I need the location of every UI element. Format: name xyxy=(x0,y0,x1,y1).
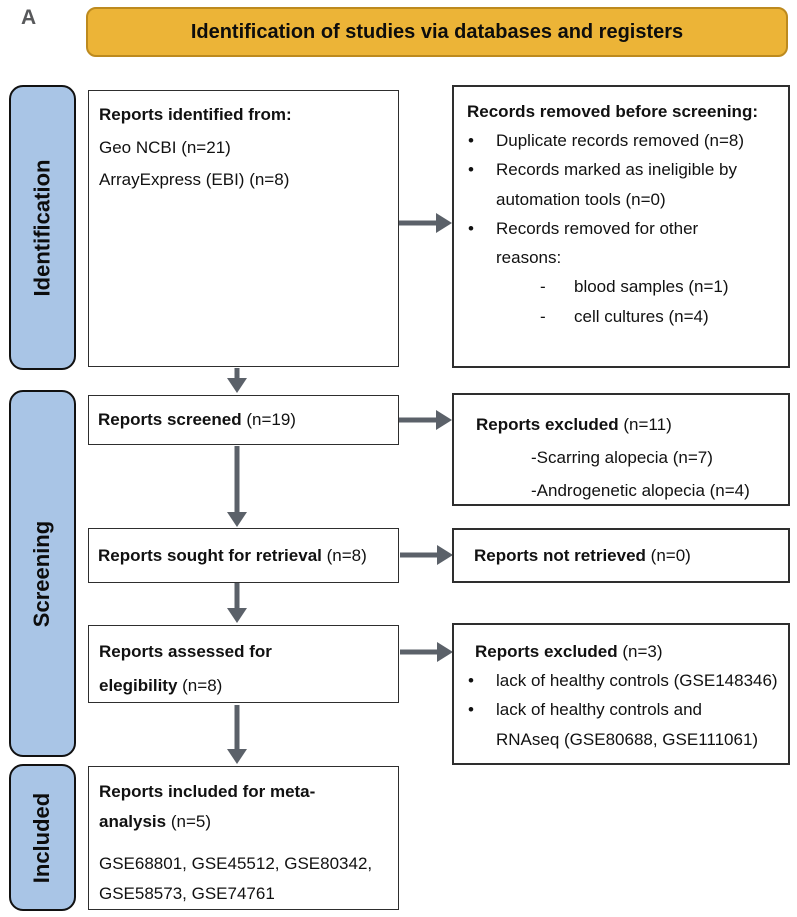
sidebar-stage-included: Included xyxy=(9,764,76,911)
records-removed-bullet-text: Records removed for other xyxy=(496,218,699,238)
bullet-icon: • xyxy=(468,160,474,180)
reports-assessed-count: (n=8) xyxy=(177,676,223,695)
box-reports-identified: Reports identified from: Geo NCBI (n=21)… xyxy=(88,90,399,367)
records-removed-bullet-text: Duplicate records removed (n=8) xyxy=(496,131,745,151)
dash-icon: - xyxy=(540,306,546,326)
reports-not-retrieved-label: Reports not retrieved xyxy=(474,545,646,565)
bullet-icon: • xyxy=(468,218,474,238)
reports-screened-label: Reports screened xyxy=(98,410,242,430)
reports-screened-count: (n=19) xyxy=(241,410,296,430)
records-removed-sub-bullet: - blood samples (n=1) xyxy=(454,272,784,301)
records-removed-bullet: • Duplicate records removed (n=8) xyxy=(454,126,784,155)
box-records-removed: Records removed before screening: • Dupl… xyxy=(452,85,790,368)
reports-excluded2-text: RNAseq (GSE80688, GSE111061) xyxy=(496,729,759,749)
reports-identified-line: ArrayExpress (EBI) (n=8) xyxy=(99,170,290,190)
arrow-identified-to-removed xyxy=(399,213,452,233)
box-reports-excluded-screening: Reports excluded (n=11) -Scarring alopec… xyxy=(452,393,790,506)
reports-not-retrieved-count: (n=0) xyxy=(645,545,691,565)
arrow-assessed-to-included xyxy=(227,705,247,764)
box-reports-not-retrieved: Reports not retrieved (n=0) xyxy=(452,528,790,583)
records-removed-heading: Records removed before screening: xyxy=(467,102,758,121)
reports-included-line2: analysis xyxy=(99,812,167,832)
arrow-sought-to-assessed xyxy=(227,583,247,623)
reports-identified-heading: Reports identified from: xyxy=(99,105,292,124)
panel-label: A xyxy=(21,6,37,29)
reports-included-datasets: GSE58573, GSE74761 xyxy=(99,883,275,903)
reports-excluded2-text: lack of healthy controls (GSE148346) xyxy=(496,671,778,691)
reports-included-datasets: GSE68801, GSE45512, GSE80342, xyxy=(99,853,373,873)
reports-excluded1-reason: -Scarring alopecia (n=7) xyxy=(531,448,713,468)
records-removed-bullet: • Records removed for other reasons: xyxy=(454,214,784,272)
arrow-screened-to-excluded xyxy=(399,410,452,430)
box-reports-sought: Reports sought for retrieval (n=8) xyxy=(88,528,399,583)
sidebar-stage-screening-label: Screening xyxy=(29,520,55,627)
box-reports-assessed: Reports assessed for elegibility (n=8) xyxy=(88,625,399,703)
records-removed-sub-bullet: - cell cultures (n=4) xyxy=(454,302,784,331)
sidebar-stage-screening: Screening xyxy=(9,390,76,757)
sidebar-stage-identification-label: Identification xyxy=(29,159,55,296)
reports-assessed-line1: Reports assessed for xyxy=(99,642,272,661)
bullet-icon: • xyxy=(468,671,474,691)
reports-identified-line: Geo NCBI (n=21) xyxy=(99,137,231,157)
reports-included-line1: Reports included for meta- xyxy=(99,782,316,801)
reports-excluded1-reason: -Androgenetic alopecia (n=4) xyxy=(531,481,750,501)
reports-included-count: (n=5) xyxy=(166,812,211,832)
reports-excluded2-bullet: • lack of healthy controls (GSE148346) xyxy=(454,666,784,695)
reports-excluded2-label: Reports excluded xyxy=(475,642,618,661)
box-reports-screened: Reports screened (n=19) xyxy=(88,395,399,445)
reports-excluded2-bullet: • lack of healthy controls and RNAseq (G… xyxy=(454,695,784,753)
banner-identification-of-studies: Identification of studies via databases … xyxy=(86,7,788,57)
reports-sought-count: (n=8) xyxy=(321,545,367,565)
reports-excluded1-label: Reports excluded xyxy=(476,415,619,434)
records-removed-bullet-text: automation tools (n=0) xyxy=(496,189,666,209)
records-removed-sub-text: cell cultures (n=4) xyxy=(574,306,709,326)
sidebar-stage-included-label: Included xyxy=(29,792,55,883)
records-removed-bullet-text: reasons: xyxy=(496,248,562,268)
banner-title: Identification of studies via databases … xyxy=(190,20,684,43)
arrow-screened-to-sought xyxy=(227,446,247,527)
reports-excluded1-count: (n=11) xyxy=(618,415,672,434)
arrow-sought-to-not-retrieved xyxy=(400,545,453,565)
records-removed-bullet: • Records marked as ineligible by automa… xyxy=(454,155,784,213)
records-removed-bullet-text: Records marked as ineligible by xyxy=(496,160,737,180)
reports-excluded2-count: (n=3) xyxy=(617,642,663,661)
reports-excluded2-text: lack of healthy controls and xyxy=(496,700,703,720)
arrow-identified-to-screened xyxy=(227,368,247,393)
reports-assessed-line2: elegibility xyxy=(99,676,178,695)
records-removed-sub-text: blood samples (n=1) xyxy=(574,277,729,297)
arrow-assessed-to-excluded xyxy=(400,642,453,662)
bullet-icon: • xyxy=(468,131,474,151)
dash-icon: - xyxy=(540,277,546,297)
sidebar-stage-identification: Identification xyxy=(9,85,76,370)
reports-sought-label: Reports sought for retrieval xyxy=(98,545,322,565)
bullet-icon: • xyxy=(468,700,474,720)
box-reports-excluded-eligibility: Reports excluded (n=3) • lack of healthy… xyxy=(452,623,790,765)
box-reports-included: Reports included for meta- analysis (n=5… xyxy=(88,766,399,910)
